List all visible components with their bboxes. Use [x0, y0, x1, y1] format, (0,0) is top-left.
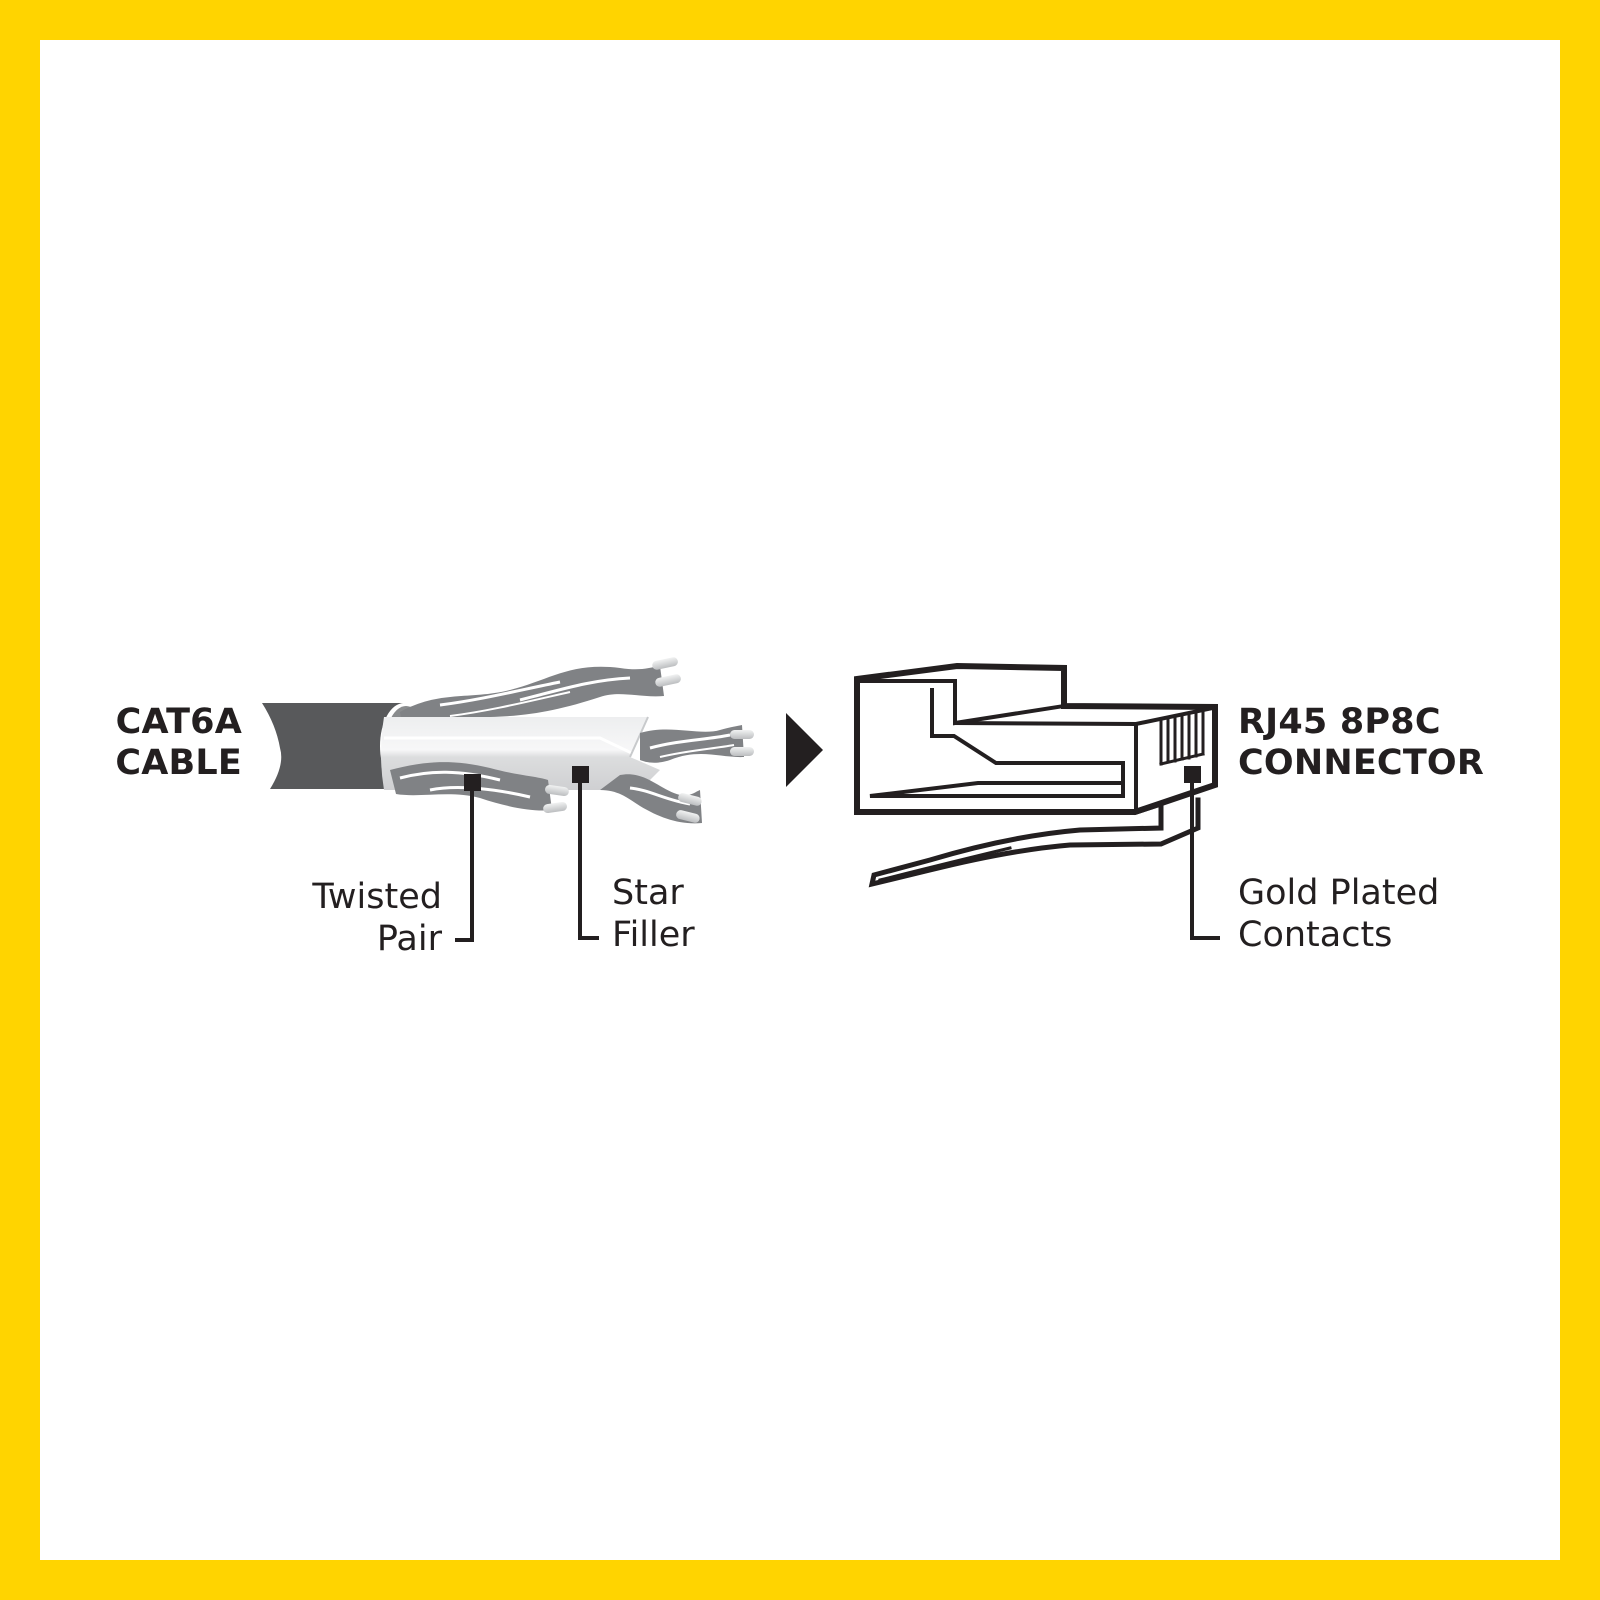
star-filler-callout: Star Filler	[612, 872, 695, 956]
gold-contacts-line2: Contacts	[1238, 915, 1393, 955]
twisted-pair-leader	[455, 774, 481, 942]
cable-jacket	[262, 703, 420, 789]
star-filler-leader	[572, 766, 599, 940]
twisted-pair-top	[400, 666, 664, 738]
connector-title-line2: CONNECTOR	[1238, 743, 1484, 783]
gold-contacts-line1: Gold Plated	[1238, 873, 1440, 913]
twisted-pair-line1: Twisted	[312, 877, 442, 917]
star-filler-line1: Star	[612, 873, 684, 913]
twisted-pair-line2: Pair	[376, 919, 442, 959]
rj45-connector-icon	[854, 662, 1218, 888]
cable-title-line2: CABLE	[115, 743, 242, 783]
contact-slots	[1159, 711, 1205, 766]
cable-title: CAT6A CABLE	[100, 702, 242, 784]
gold-contacts-leader	[1184, 766, 1220, 940]
diagram-canvas	[40, 40, 1560, 1560]
direction-arrow-icon	[786, 713, 823, 787]
cat6a-cable-icon	[262, 657, 754, 824]
twisted-pair-callout: Twisted Pair	[280, 876, 442, 960]
star-filler-line2: Filler	[612, 915, 695, 955]
conductor-ends-top	[652, 657, 681, 687]
gold-contacts-callout: Gold Plated Contacts	[1238, 872, 1439, 956]
cable-title-line1: CAT6A	[115, 702, 242, 742]
connector-title-line1: RJ45 8P8C	[1238, 702, 1441, 742]
twisted-pair-bottom-right	[600, 774, 702, 824]
connector-title: RJ45 8P8C CONNECTOR	[1238, 702, 1484, 784]
twisted-pair-right	[640, 725, 754, 763]
